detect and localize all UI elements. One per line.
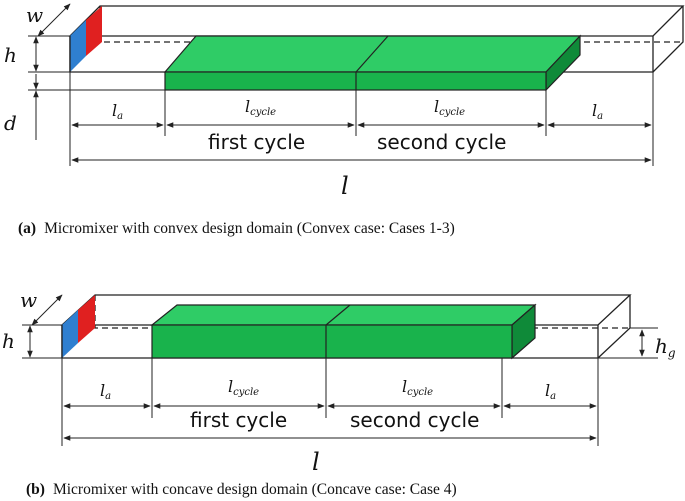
caption-b: (b)Micromixer with concave design domain… [26,481,457,498]
label-lcycle-2-a: lcycle [434,97,465,118]
label-la-left-a: la [112,101,123,122]
label-hg-b: hg [655,334,676,360]
label-l-b: l [312,448,320,476]
label-d-a: d [4,111,17,135]
label-lcycle-1-a: lcycle [245,97,276,118]
inlet-red-a [86,6,102,56]
label-la-left-b: la [100,381,111,402]
label-second-cycle-b: second cycle [350,408,479,432]
label-lcycle-1-b: lcycle [228,377,259,398]
design-domain-a [163,34,582,92]
inlet-blue-b [62,310,78,358]
label-first-cycle-b: first cycle [190,408,287,432]
design-domain-b [150,303,537,360]
inlet-blue-a [70,20,86,72]
label-l-a: l [341,172,349,200]
label-h-a: h [4,43,17,67]
caption-a: (a)Micromixer with convex design domain … [18,220,455,237]
diagram-a: w h d la lcycle lcycle la first cycle se… [4,3,685,237]
diagram-b: w h hg la lcycle lcycle la first cycle s… [2,288,676,498]
label-w-a: w [26,3,43,27]
label-first-cycle-a: first cycle [208,130,305,154]
label-la-right-a: la [592,101,603,122]
label-lcycle-2-b: lcycle [402,377,433,398]
label-w-b: w [20,288,37,312]
label-la-right-b: la [545,381,556,402]
inlet-red-b [78,295,95,343]
label-h-b: h [2,329,15,353]
label-second-cycle-a: second cycle [377,130,506,154]
